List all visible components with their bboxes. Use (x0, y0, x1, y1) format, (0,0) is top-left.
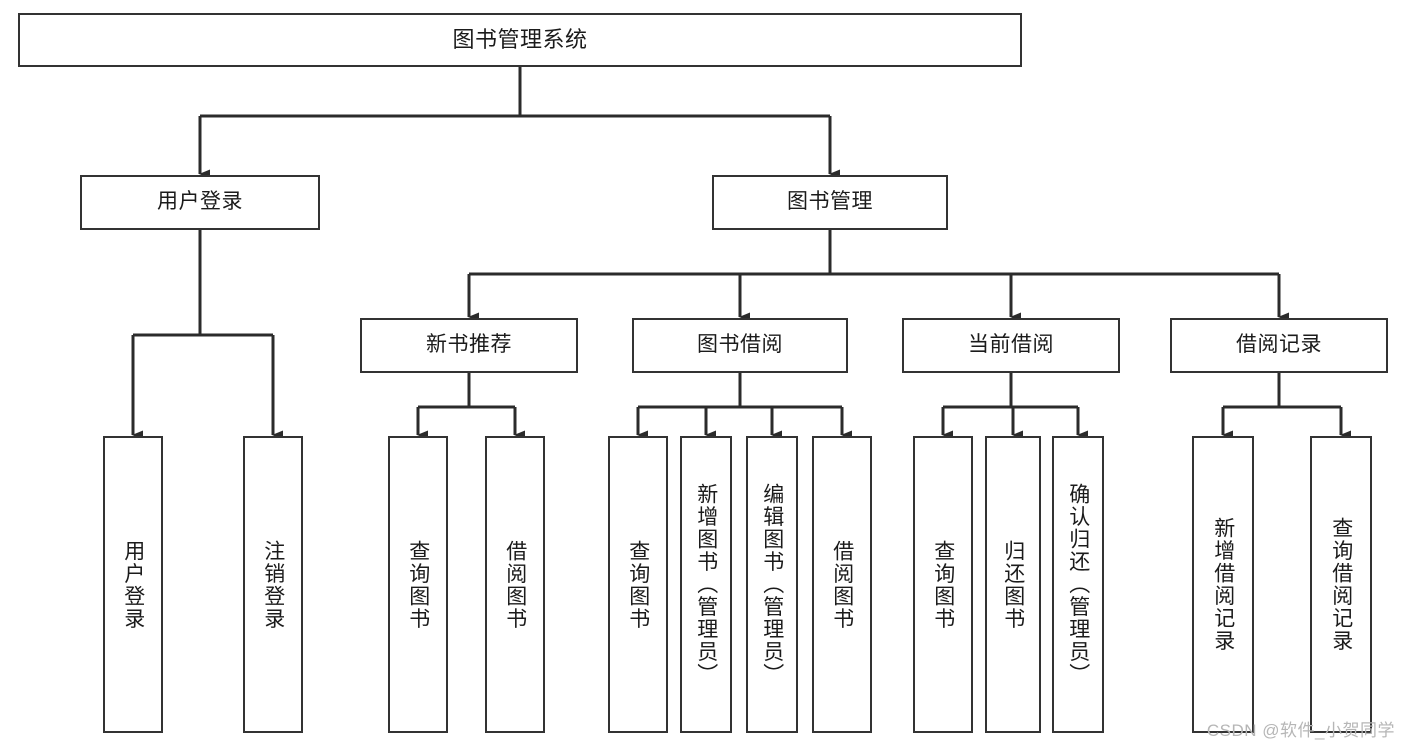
node-leaf-borrow-book-1[interactable]: 借阅图书 (485, 436, 545, 733)
node-label: 新书推荐 (426, 333, 512, 357)
node-label: 新增借阅记录 (1211, 517, 1235, 652)
node-label: 图书管理 (787, 190, 873, 214)
node-label: 借阅图书 (503, 539, 527, 630)
node-label: 归还图书 (1001, 539, 1025, 630)
node-leaf-query-book-3[interactable]: 查询图书 (913, 436, 973, 733)
node-label: 借阅记录 (1236, 333, 1322, 357)
node-label: 确认归还（管理员） (1066, 483, 1090, 686)
node-label: 用户登录 (121, 539, 145, 630)
node-borrow-record[interactable]: 借阅记录 (1170, 318, 1388, 373)
watermark-text: CSDN @软件_小贺同学 (1206, 721, 1395, 740)
node-leaf-return-book[interactable]: 归还图书 (985, 436, 1041, 733)
node-leaf-user-login[interactable]: 用户登录 (103, 436, 163, 733)
node-label: 当前借阅 (968, 333, 1054, 357)
node-leaf-query-book-1[interactable]: 查询图书 (388, 436, 448, 733)
node-user-login[interactable]: 用户登录 (80, 175, 320, 230)
node-book-borrow[interactable]: 图书借阅 (632, 318, 848, 373)
node-leaf-borrow-book-2[interactable]: 借阅图书 (812, 436, 872, 733)
node-root[interactable]: 图书管理系统 (18, 13, 1022, 67)
node-label: 新增图书（管理员） (694, 483, 718, 686)
node-new-book-recommend[interactable]: 新书推荐 (360, 318, 578, 373)
node-label: 查询图书 (626, 539, 650, 630)
node-label: 借阅图书 (830, 539, 854, 630)
node-label: 用户登录 (157, 190, 243, 214)
node-leaf-edit-book[interactable]: 编辑图书（管理员） (746, 436, 798, 733)
node-leaf-confirm-return[interactable]: 确认归还（管理员） (1052, 436, 1104, 733)
node-label: 图书管理系统 (452, 27, 588, 53)
node-leaf-query-book-2[interactable]: 查询图书 (608, 436, 668, 733)
node-leaf-query-record[interactable]: 查询借阅记录 (1310, 436, 1372, 733)
node-leaf-add-record[interactable]: 新增借阅记录 (1192, 436, 1254, 733)
node-label: 查询图书 (931, 539, 955, 630)
node-label: 查询借阅记录 (1329, 517, 1353, 652)
node-book-manage[interactable]: 图书管理 (712, 175, 948, 230)
node-label: 图书借阅 (697, 333, 783, 357)
node-label: 注销登录 (261, 539, 285, 630)
node-current-borrow[interactable]: 当前借阅 (902, 318, 1120, 373)
node-label: 编辑图书（管理员） (760, 483, 784, 686)
node-label: 查询图书 (406, 539, 430, 630)
node-leaf-add-book[interactable]: 新增图书（管理员） (680, 436, 732, 733)
node-leaf-user-logout[interactable]: 注销登录 (243, 436, 303, 733)
